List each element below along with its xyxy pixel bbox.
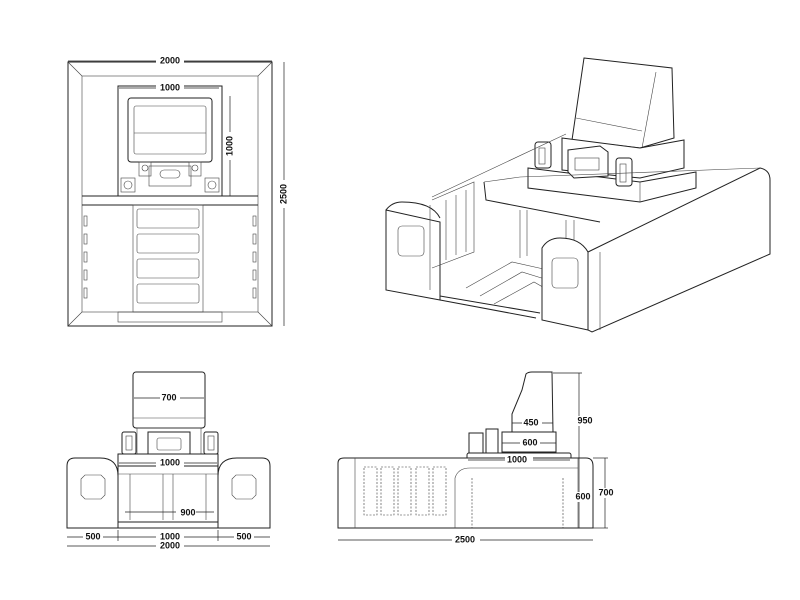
plan-outer-wall	[67, 61, 273, 327]
plan-headstone	[127, 97, 213, 163]
plan-step	[136, 283, 200, 304]
dim-height-headstone: 950	[577, 415, 592, 425]
dim-right-wing: 500	[236, 531, 251, 541]
plan-step	[136, 258, 200, 279]
dim-height-inner: 600	[575, 491, 590, 501]
plan-step	[136, 208, 200, 229]
dim-upper-base-depth: 600	[522, 437, 537, 447]
dim-base-depth: 1000	[507, 454, 527, 464]
plan-step	[136, 233, 200, 254]
dim-total-length: 2500	[455, 534, 475, 544]
dim-plan-stone-width: 1000	[160, 82, 180, 92]
plan-inner-wall	[81, 75, 259, 313]
dim-front-total-width: 2000	[160, 540, 180, 550]
dim-plan-width: 2000	[160, 55, 180, 65]
side-view: 450 600 1000 2500 950 600 700	[337, 371, 616, 545]
dim-headstone-depth: 450	[523, 417, 538, 427]
dim-opening-width: 900	[180, 507, 195, 517]
dim-height-wall: 700	[598, 487, 613, 497]
dim-plan-stone-depth: 1000	[224, 136, 234, 156]
dim-base-width: 1000	[160, 457, 180, 467]
dim-headstone-width: 700	[161, 392, 176, 402]
front-view: 700 1000 900 500 1000 500 2000	[66, 371, 271, 551]
plan-view: 2000 2500 1000 1000	[67, 55, 289, 327]
isometric-view	[385, 57, 771, 333]
plan-stone-base	[117, 85, 223, 197]
dim-center: 1000	[160, 531, 180, 541]
side-headstone	[511, 371, 554, 433]
dim-left-wing: 500	[85, 531, 100, 541]
dim-plan-depth: 2500	[278, 184, 288, 204]
